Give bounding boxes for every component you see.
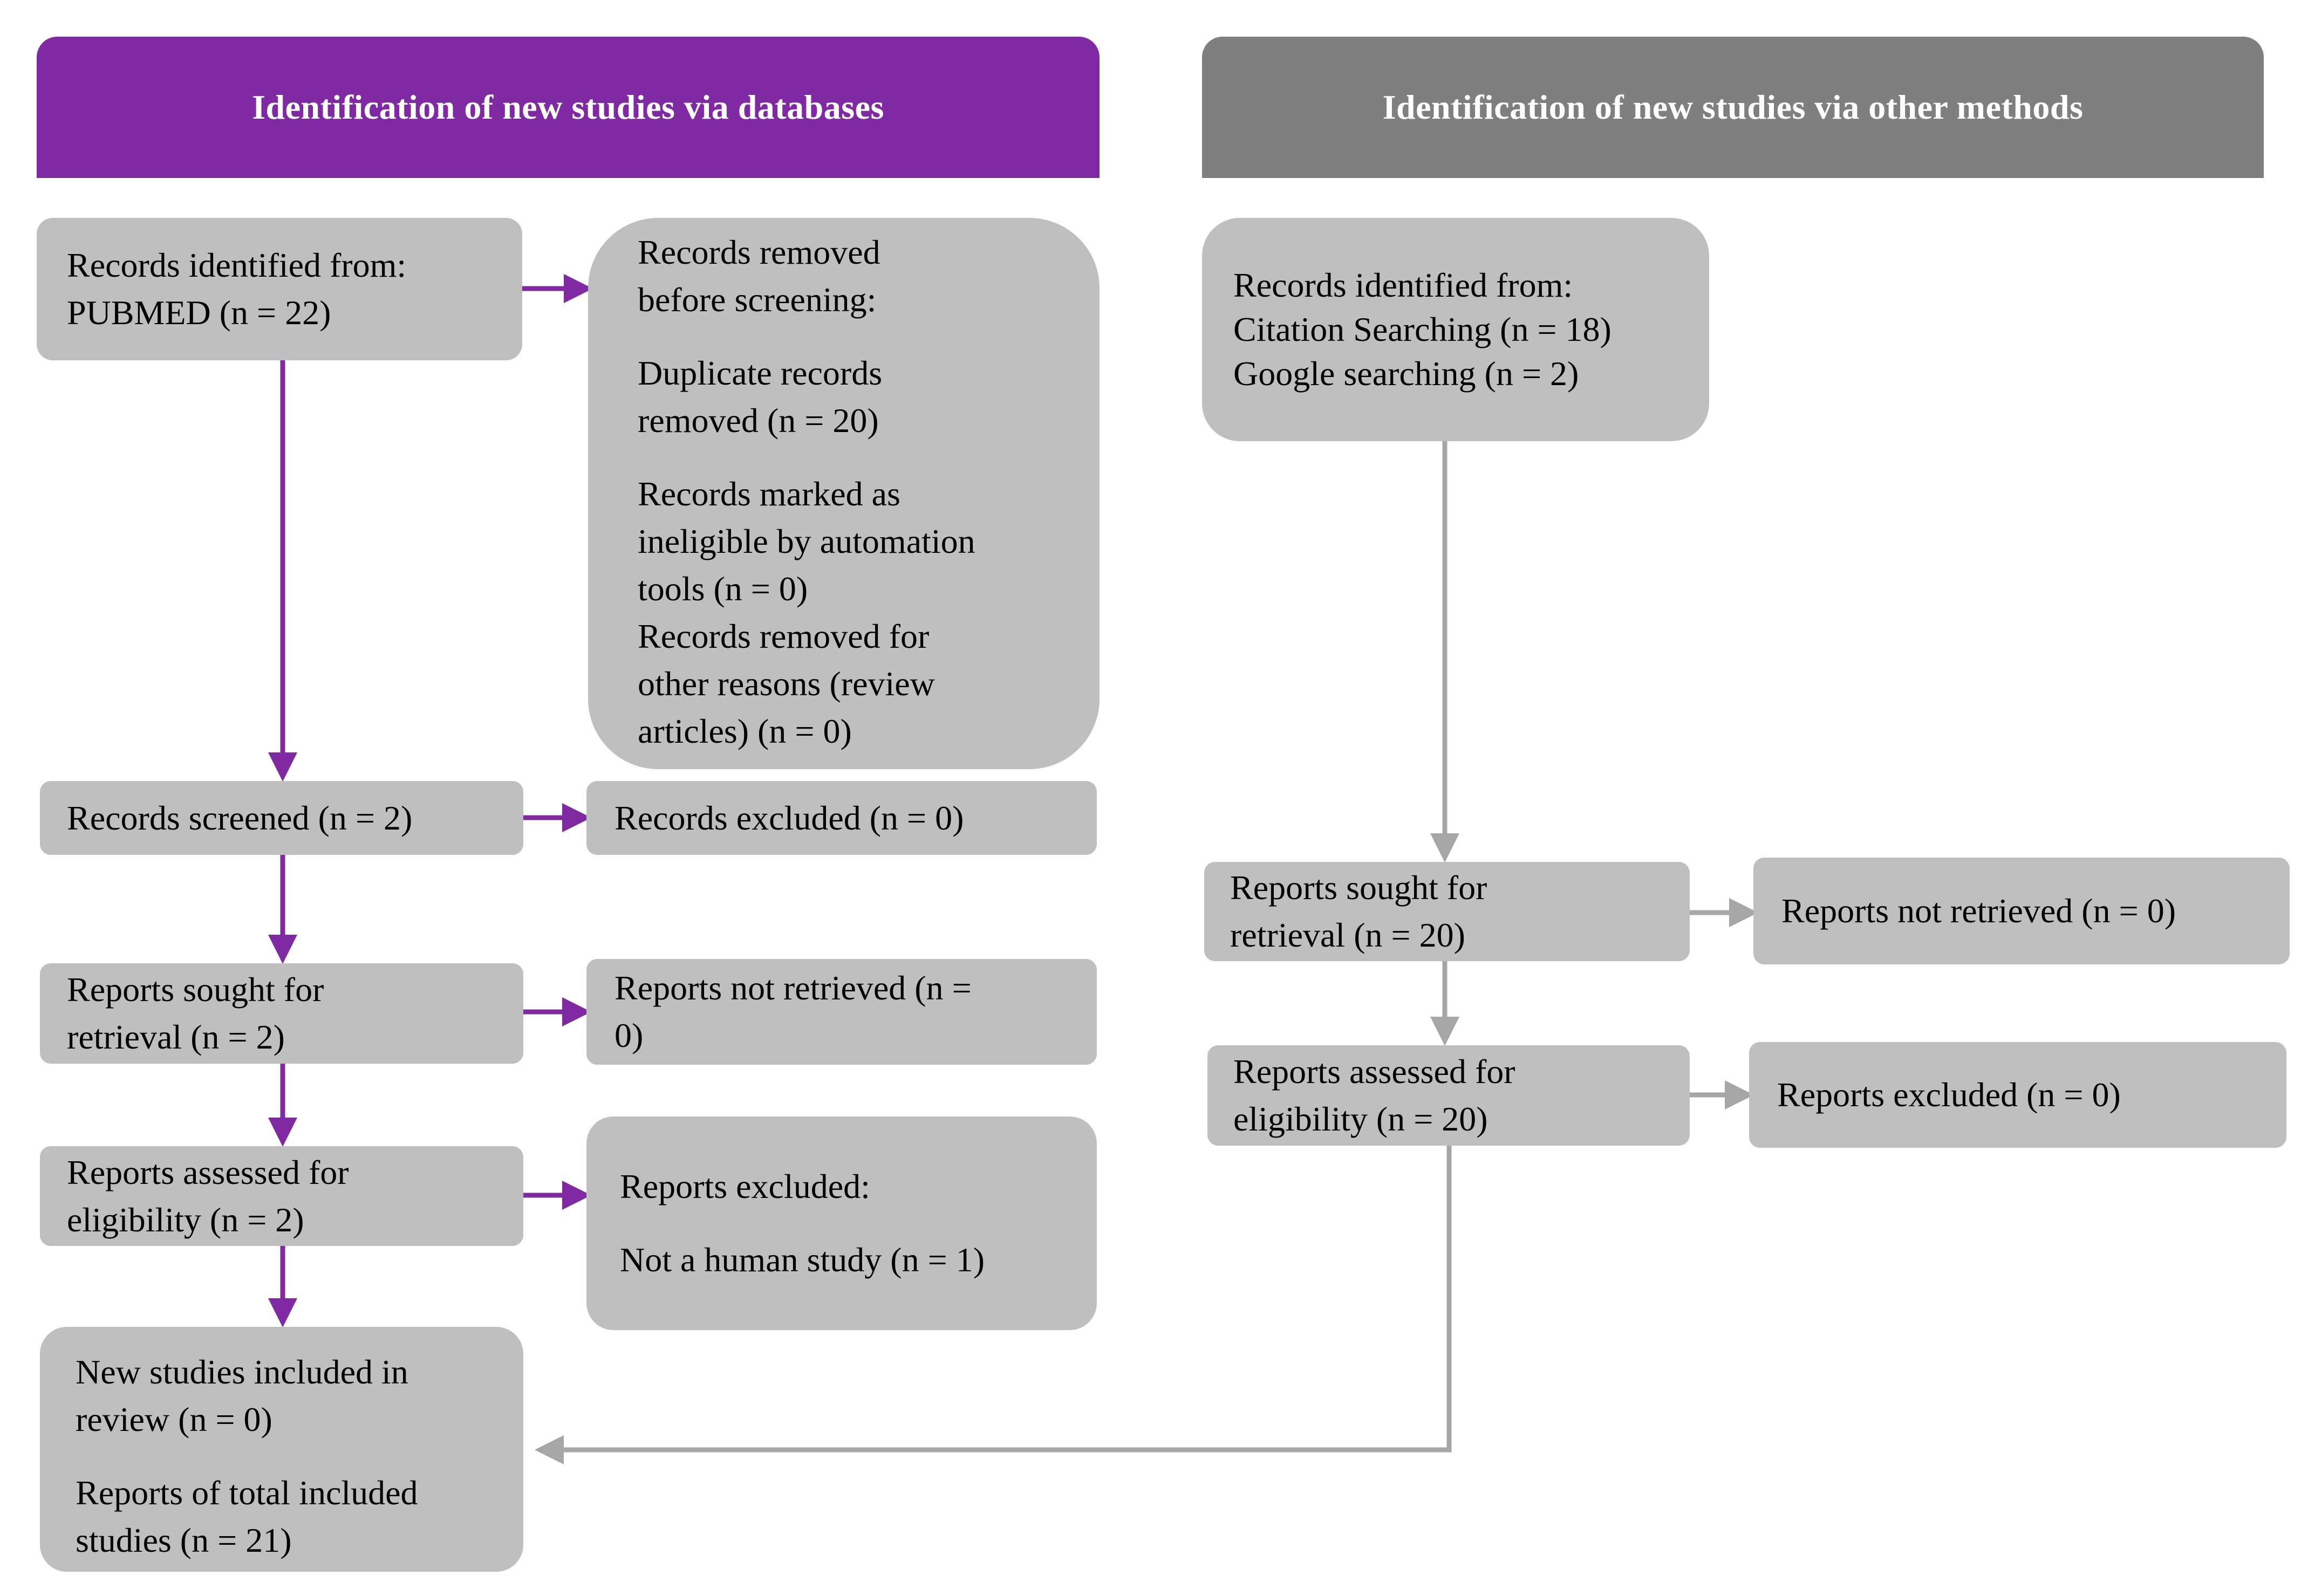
records-identified-box: Records identified from: PUBMED (n = 22) (37, 218, 522, 360)
records-removed-box: Records removed before screening: Duplic… (588, 218, 1100, 769)
included-new-line-1: New studies included in (76, 1353, 408, 1391)
other-reports-assessed-box: Reports assessed for eligibility (n = 20… (1207, 1045, 1690, 1146)
included-total-line-2: studies (n = 21) (76, 1521, 292, 1559)
removed-automation-line-3: tools (n = 0) (638, 570, 808, 608)
reports-excluded-title: Reports excluded: (620, 1167, 870, 1205)
other-methods-header: Identification of new studies via other … (1202, 37, 2264, 178)
other-methods-header-text: Identification of new studies via other … (1382, 88, 2084, 126)
included-new-line-2: review (n = 0) (76, 1400, 272, 1439)
arrow-other-assessed-to-included (535, 1143, 1452, 1464)
reports-sought-line-2: retrieval (n = 2) (67, 1018, 285, 1056)
other-not-retrieved-text: Reports not retrieved (n = 0) (1781, 892, 2176, 930)
records-screened-text: Records screened (n = 2) (67, 798, 413, 837)
other-reports-not-retrieved-box: Reports not retrieved (n = 0) (1753, 858, 2290, 964)
removed-duplicates-line-1: Duplicate records (638, 354, 883, 392)
removed-automation-line-2: ineligible by automation (638, 522, 975, 560)
reports-not-retrieved-line-1: Reports not retrieved (n = (614, 969, 972, 1007)
reports-sought-box: Reports sought for retrieval (n = 2) (40, 963, 523, 1064)
reports-excluded-box: Reports excluded: Not a human study (n =… (586, 1116, 1097, 1330)
removed-other-line-2: other reasons (review (638, 665, 935, 703)
studies-included-box: New studies included in review (n = 0) R… (40, 1327, 523, 1572)
records-identified-line-1: Records identified from: (67, 246, 407, 284)
included-total-line-1: Reports of total included (76, 1474, 418, 1512)
databases-header: Identification of new studies via databa… (37, 37, 1100, 178)
other-assessed-line-2: eligibility (n = 20) (1233, 1100, 1488, 1138)
removed-title-line-1: Records removed (638, 233, 880, 271)
other-identified-line-3: Google searching (n = 2) (1233, 354, 1579, 393)
other-reports-sought-box: Reports sought for retrieval (n = 20) (1204, 862, 1690, 961)
removed-automation-line-1: Records marked as (638, 475, 900, 513)
other-assessed-line-1: Reports assessed for (1233, 1052, 1515, 1091)
databases-header-text: Identification of new studies via databa… (252, 88, 884, 126)
reports-not-retrieved-line-2: 0) (614, 1016, 644, 1054)
removed-other-line-1: Records removed for (638, 617, 930, 655)
reports-sought-line-1: Reports sought for (67, 970, 324, 1009)
other-identified-line-1: Records identified from: (1233, 266, 1573, 304)
other-identified-line-2: Citation Searching (n = 18) (1233, 310, 1611, 348)
records-excluded-text: Records excluded (n = 0) (614, 798, 964, 837)
records-excluded-box: Records excluded (n = 0) (586, 781, 1097, 855)
other-reports-excluded-box: Reports excluded (n = 0) (1749, 1042, 2286, 1148)
removed-other-line-3: articles) (n = 0) (638, 712, 852, 750)
other-records-identified-box: Records identified from: Citation Search… (1202, 218, 1709, 441)
other-excluded-text: Reports excluded (n = 0) (1777, 1076, 2121, 1114)
other-sought-line-1: Reports sought for (1230, 868, 1487, 907)
reports-excluded-reason: Not a human study (n = 1) (620, 1241, 985, 1279)
reports-not-retrieved-box: Reports not retrieved (n = 0) (586, 959, 1097, 1065)
reports-assessed-line-2: eligibility (n = 2) (67, 1200, 304, 1239)
records-identified-line-2: PUBMED (n = 22) (67, 293, 331, 332)
removed-duplicates-line-2: removed (n = 20) (638, 401, 879, 440)
reports-assessed-box: Reports assessed for eligibility (n = 2) (40, 1146, 523, 1246)
records-screened-box: Records screened (n = 2) (40, 781, 523, 855)
other-sought-line-2: retrieval (n = 20) (1230, 916, 1465, 954)
removed-title-line-2: before screening: (638, 280, 877, 319)
reports-assessed-line-1: Reports assessed for (67, 1153, 349, 1191)
